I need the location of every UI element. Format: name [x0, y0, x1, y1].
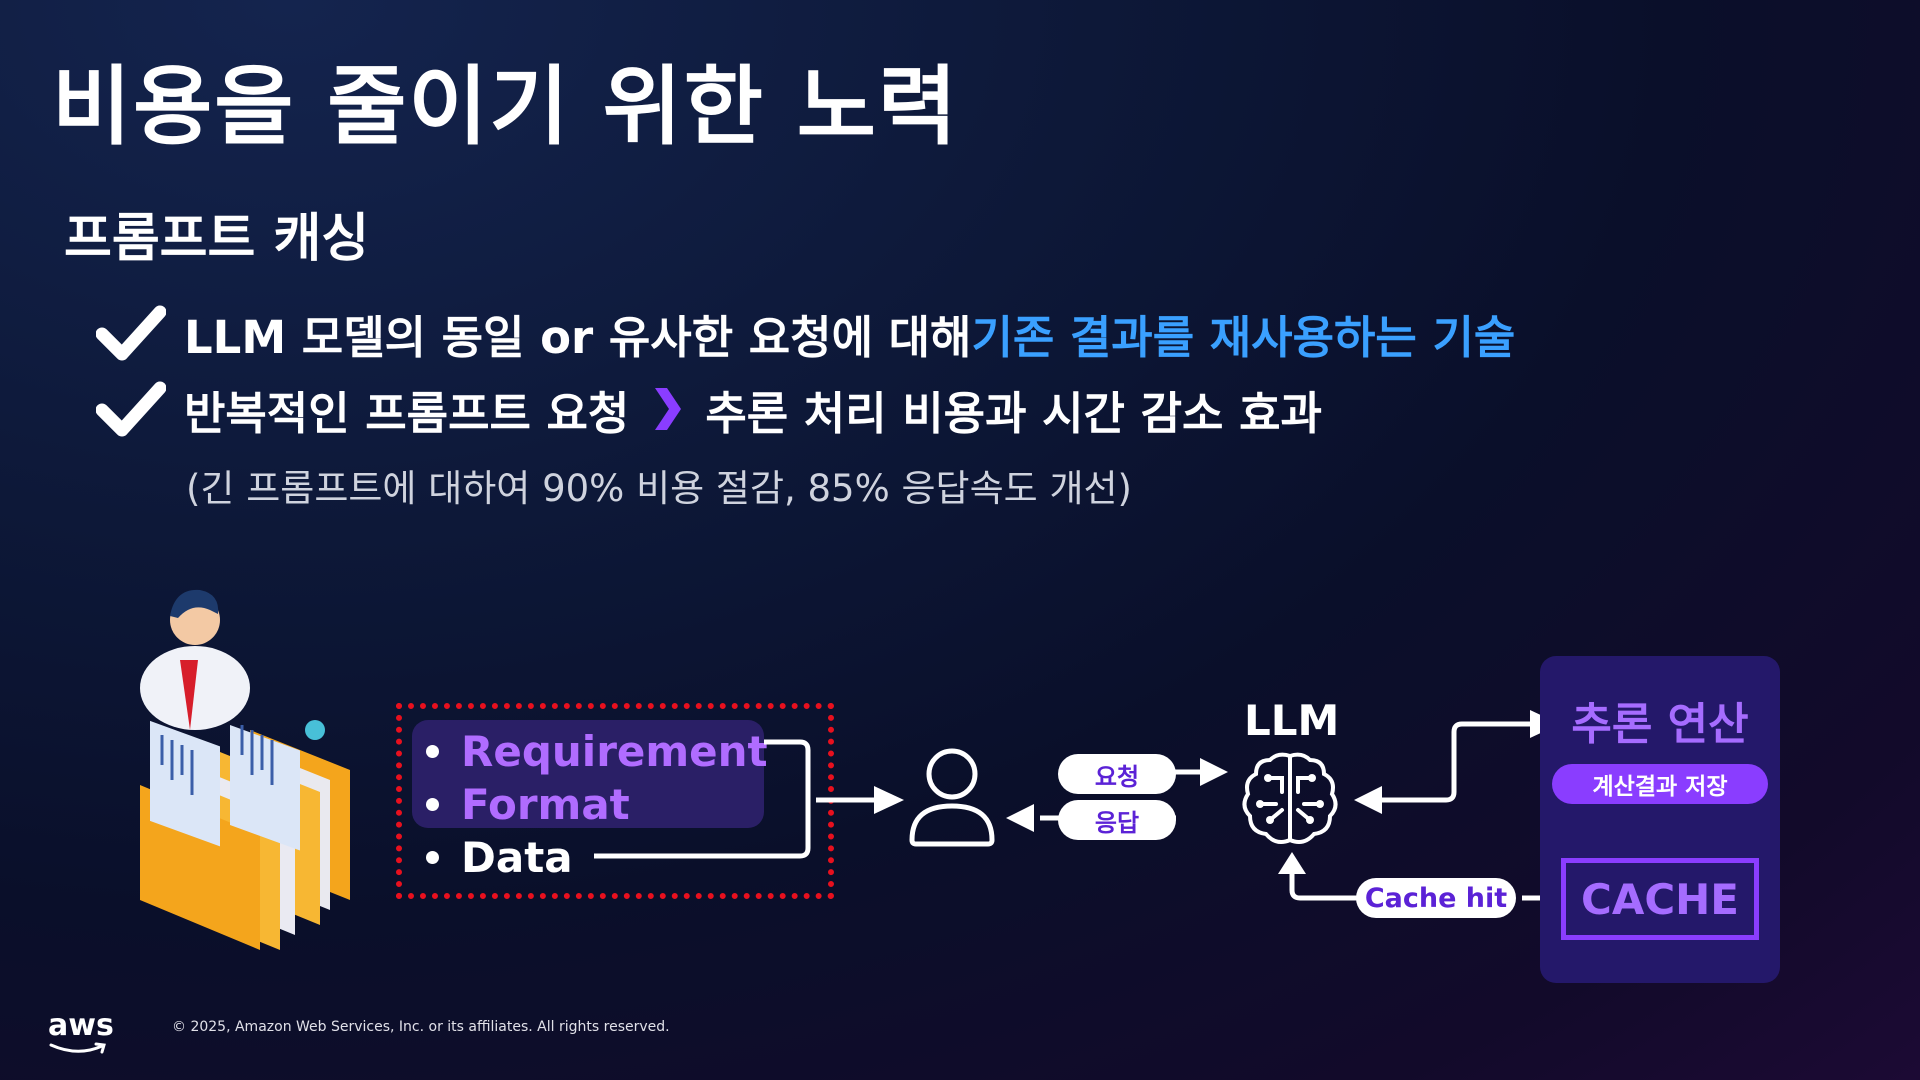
compute-title: 추론 연산 — [1571, 699, 1749, 750]
cache-hit-pill: Cache hit — [1356, 878, 1516, 918]
bullet-2: 반복적인 프롬프트 요청 추론 처리 비용과 시간 감소 효과 — [96, 378, 1322, 440]
response-pill: 응답 — [1058, 800, 1176, 840]
cached-items-highlight — [412, 720, 764, 828]
slide-subtitle: 프롬프트 캐싱 — [64, 209, 370, 269]
aws-smile-icon — [49, 1042, 106, 1054]
bullet-2-right-text: 추론 처리 비용과 시간 감소 효과 — [705, 386, 1322, 440]
chevron-right-icon — [655, 388, 682, 430]
check-icon — [96, 381, 166, 437]
bullet-1: LLM 모델의 동일 or 유사한 요청에 대해 기존 결과를 재사용하는 기술 — [96, 302, 1515, 364]
list-item-data: Data — [426, 830, 573, 884]
bullet-2-left-text: 반복적인 프롬프트 요청 — [184, 386, 630, 440]
cache-box: CACHE — [1561, 858, 1759, 940]
aws-logo: aws — [48, 1008, 114, 1054]
person-icon — [909, 748, 995, 847]
save-result-pill: 계산결과 저장 — [1552, 764, 1768, 804]
bullet-1-text: LLM 모델의 동일 or 유사한 요청에 대해 — [184, 310, 972, 364]
bullet-1-highlight: 기존 결과를 재사용하는 기술 — [971, 310, 1516, 364]
list-item-requirement: Requirement — [426, 724, 768, 778]
brain-icon — [1242, 752, 1338, 844]
llm-label: LLM — [1244, 696, 1340, 745]
request-pill: 요청 — [1058, 754, 1176, 794]
copyright-text: © 2025, Amazon Web Services, Inc. or its… — [172, 1019, 670, 1035]
slide-title: 비용을 줄이기 위한 노력 — [52, 57, 960, 157]
check-icon — [96, 305, 166, 361]
list-item-format: Format — [426, 777, 630, 831]
folders-illustration — [140, 589, 350, 950]
bullet-note: (긴 프롬프트에 대하여 90% 비용 절감, 85% 응답속도 개선) — [186, 467, 1132, 510]
compute-panel — [1540, 656, 1780, 983]
